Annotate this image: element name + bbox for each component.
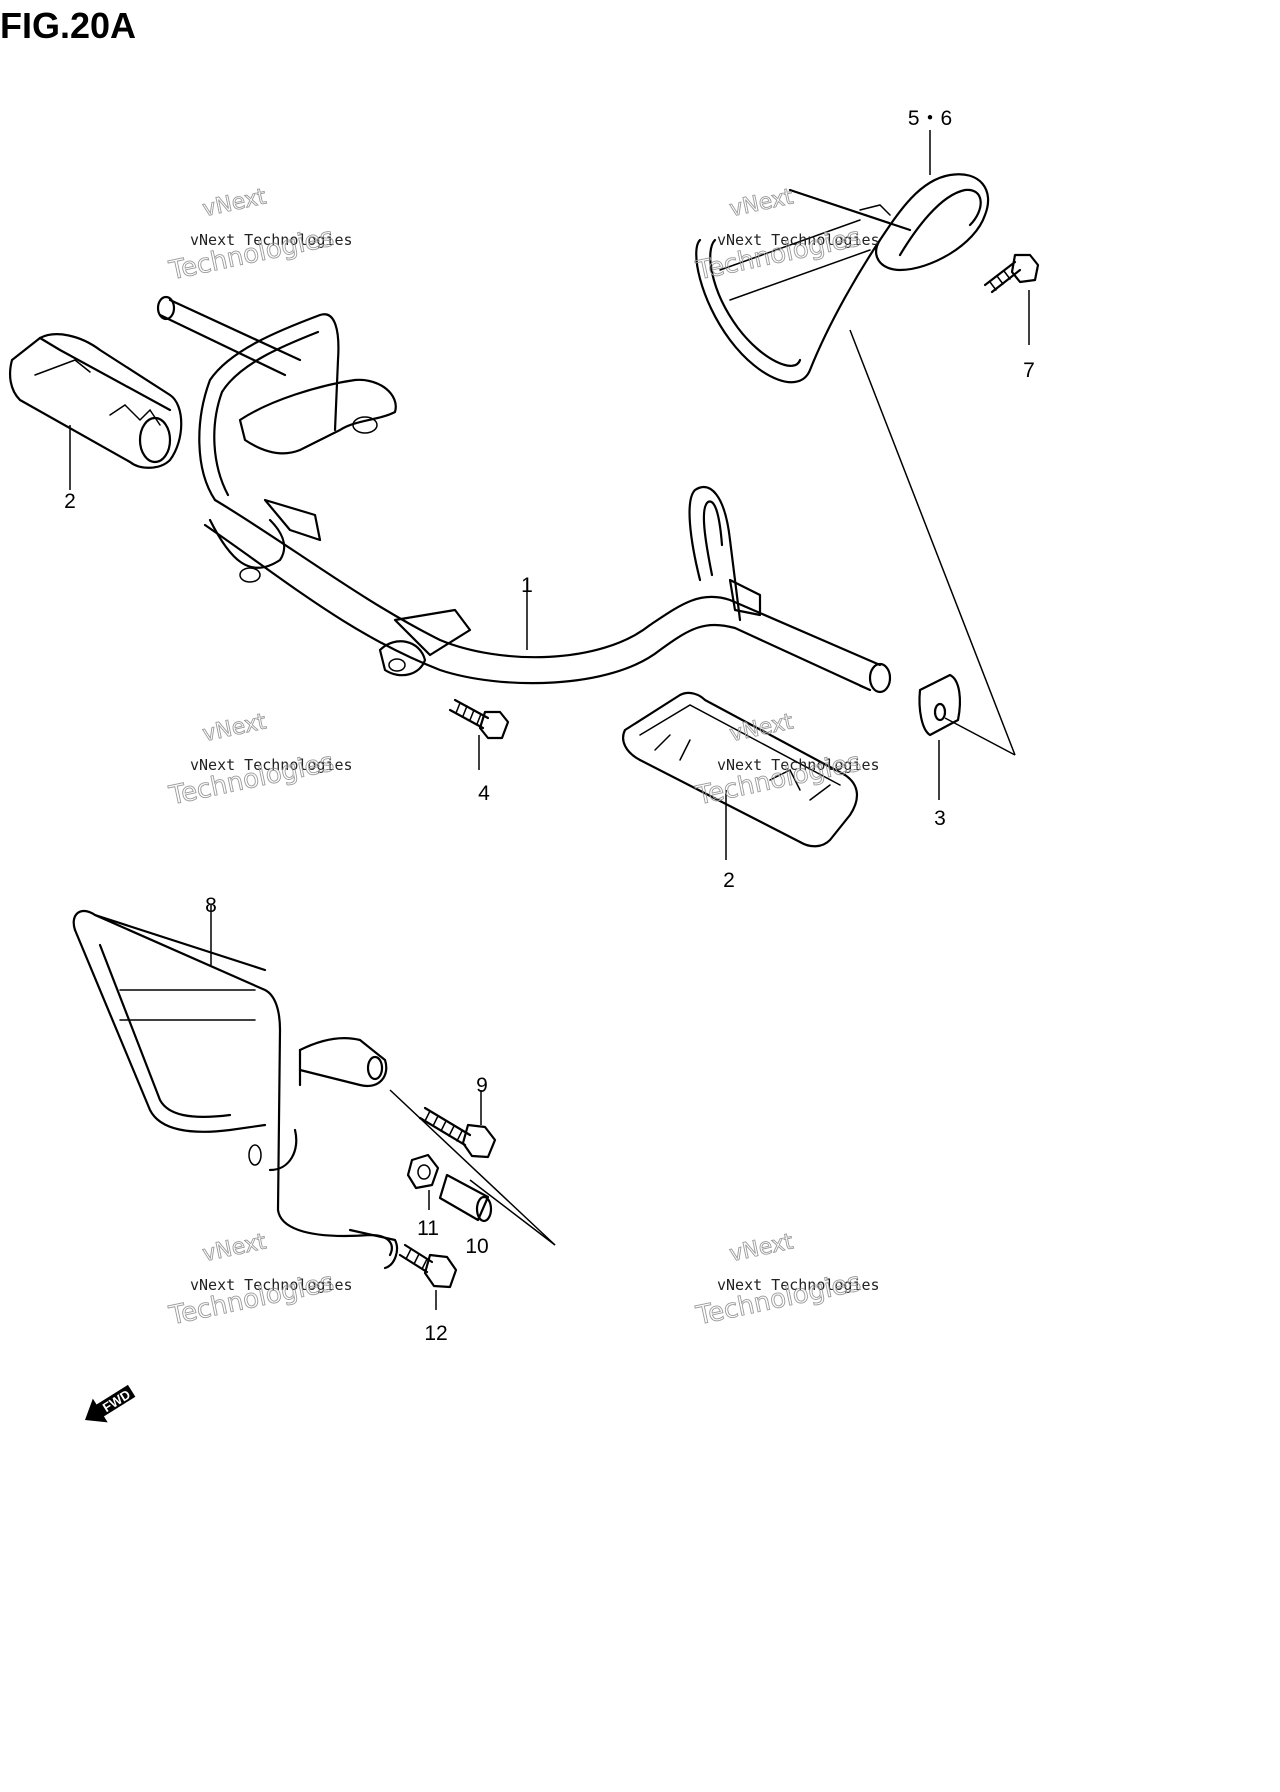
- callout-labels: 2 1 4 2 3 5・6 7 8 9 11 10 12: [64, 107, 1035, 1345]
- svg-text:vNext: vNext: [200, 184, 268, 222]
- callout-9: 9: [476, 1074, 488, 1097]
- leader-lines: [69, 130, 1030, 1310]
- part-4-bolt: [448, 698, 510, 740]
- callout-2-right: 2: [723, 869, 735, 892]
- part-5-6-guard: [695, 173, 990, 384]
- svg-text:vNext: vNext: [727, 709, 795, 747]
- callout-5-6: 5・6: [908, 107, 952, 130]
- callout-2-left: 2: [64, 490, 76, 513]
- watermark-2: vNext vNext Technologies Technologies: [693, 184, 880, 287]
- callout-3: 3: [934, 807, 946, 830]
- callout-11: 11: [417, 1217, 439, 1240]
- svg-text:vNext: vNext: [727, 1229, 795, 1267]
- svg-text:vNext: vNext: [727, 184, 795, 222]
- part-2-footrest-pad-right: [622, 691, 858, 848]
- svg-text:vNext Technologies: vNext Technologies: [717, 1276, 880, 1294]
- part-10-collar: [438, 1173, 493, 1223]
- watermark-1: vNext vNext Technologies Technologies: [166, 184, 353, 287]
- part-12-bolt: [398, 1243, 458, 1289]
- callout-1: 1: [521, 574, 533, 597]
- svg-text:vNext Technologies: vNext Technologies: [190, 756, 353, 774]
- watermark-4: vNext vNext Technologies Technologies: [693, 709, 880, 812]
- watermark-6: vNext vNext Technologies Technologies: [693, 1229, 880, 1332]
- part-1-footrest-frame: [156, 295, 892, 694]
- watermark-3: vNext vNext Technologies Technologies: [166, 709, 353, 812]
- fwd-arrow-icon: FWD: [85, 1384, 136, 1423]
- callout-12: 12: [424, 1322, 447, 1345]
- callout-10: 10: [465, 1235, 488, 1258]
- part-8-lower-guard: [72, 909, 399, 1270]
- callout-8: 8: [205, 894, 217, 917]
- callout-7: 7: [1023, 359, 1035, 382]
- part-9-bolt: [418, 1106, 497, 1159]
- callout-4: 4: [478, 782, 490, 805]
- svg-text:vNext: vNext: [200, 709, 268, 747]
- svg-text:vNext Technologies: vNext Technologies: [717, 756, 880, 774]
- watermark-5: vNext vNext Technologies Technologies: [166, 1229, 353, 1332]
- part-3-plate: [918, 673, 961, 737]
- svg-text:vNext Technologies: vNext Technologies: [190, 231, 353, 249]
- svg-text:vNext Technologies: vNext Technologies: [190, 1276, 353, 1294]
- svg-text:vNext Technologies: vNext Technologies: [717, 231, 880, 249]
- part-11-nut: [406, 1153, 440, 1190]
- figure-title: FIG.20A: [0, 5, 136, 46]
- part-2-footrest-pad-left: [9, 333, 183, 469]
- part-7-bolt: [983, 253, 1040, 294]
- svg-text:vNext: vNext: [200, 1229, 268, 1267]
